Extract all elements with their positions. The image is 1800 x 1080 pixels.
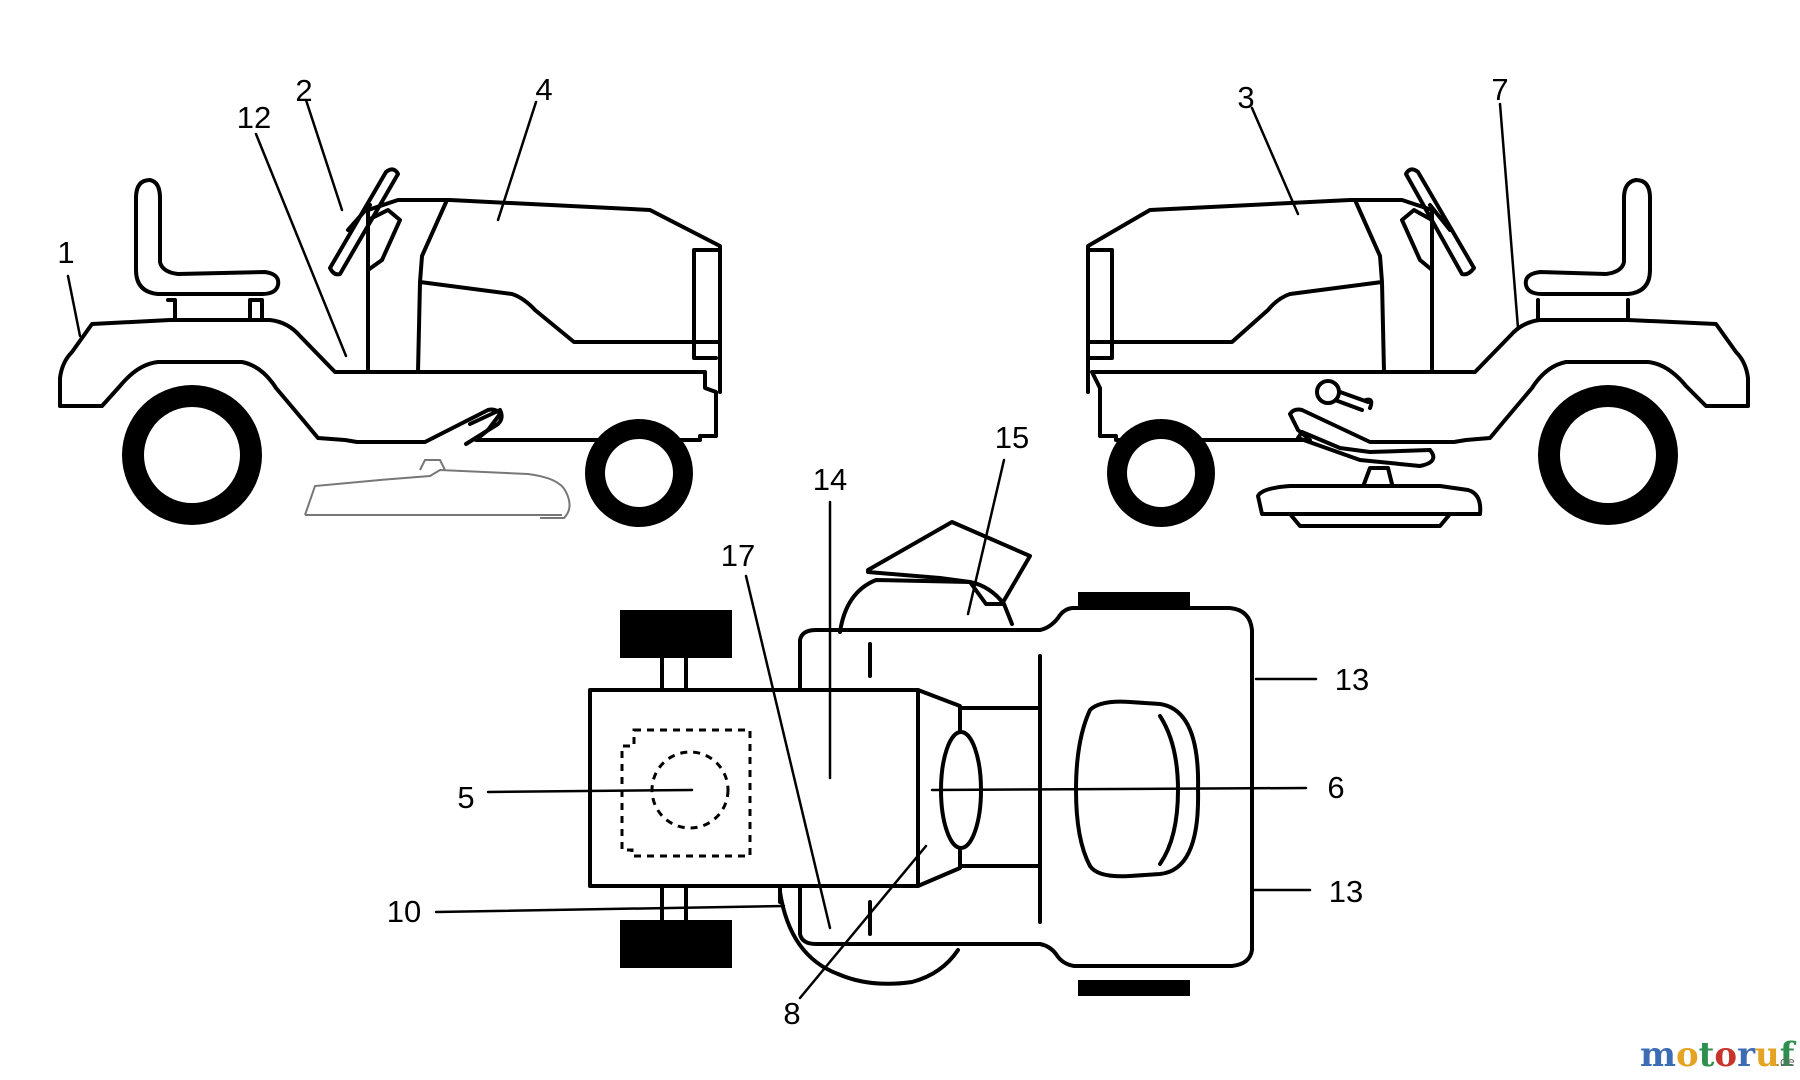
leader-8 bbox=[798, 844, 928, 1000]
left-footrest bbox=[464, 408, 504, 446]
right-steering bbox=[1400, 167, 1476, 277]
left-steering bbox=[328, 167, 402, 277]
top-seat-box bbox=[588, 688, 920, 888]
top-mower-deck bbox=[778, 578, 1014, 986]
left-rear-hub bbox=[144, 407, 240, 503]
left-hood bbox=[366, 198, 722, 394]
callout-4: 4 bbox=[535, 72, 552, 107]
leader-1 bbox=[66, 274, 82, 338]
left-mower-deck bbox=[304, 459, 571, 519]
top-right-front-tire bbox=[1078, 980, 1190, 996]
leader-2 bbox=[304, 98, 344, 212]
callout-labels: 1 2 12 4 3 7 15 14 17 13 13 5 6 10 8 bbox=[57, 72, 1508, 1031]
wm-letter: o bbox=[1714, 1035, 1737, 1075]
right-hood bbox=[1086, 198, 1434, 394]
callout-8: 8 bbox=[783, 996, 800, 1031]
leader-12 bbox=[254, 132, 348, 358]
wm-letter: u bbox=[1755, 1035, 1780, 1075]
callout-7: 7 bbox=[1491, 72, 1508, 107]
wm-letter: o bbox=[1676, 1035, 1699, 1075]
top-chassis bbox=[798, 606, 1254, 968]
leader-17 bbox=[744, 574, 832, 930]
wm-letter: t bbox=[1699, 1035, 1715, 1075]
left-grille bbox=[692, 248, 720, 360]
leader-5 bbox=[486, 788, 694, 794]
top-discharge-chute bbox=[866, 520, 1032, 606]
watermark-tld: .de bbox=[1776, 1055, 1795, 1069]
right-footrest bbox=[1296, 430, 1436, 468]
top-engine-outline bbox=[620, 728, 752, 858]
watermark-logo: motoruf .de bbox=[1640, 1035, 1797, 1075]
wm-letter: m bbox=[1640, 1035, 1676, 1075]
right-seat bbox=[1523, 178, 1652, 322]
callout-10: 10 bbox=[387, 894, 421, 929]
right-front-hub bbox=[1127, 439, 1195, 507]
callout-13-bottom: 13 bbox=[1329, 874, 1363, 909]
callout-17: 17 bbox=[721, 538, 755, 573]
right-lever bbox=[1333, 390, 1374, 412]
right-lever-knob bbox=[1315, 379, 1341, 405]
wm-letter: r bbox=[1737, 1035, 1756, 1075]
callout-13-top: 13 bbox=[1335, 662, 1369, 697]
top-left-rear-tire bbox=[620, 610, 732, 658]
callout-1: 1 bbox=[57, 235, 74, 270]
callout-2: 2 bbox=[295, 73, 312, 108]
callout-15: 15 bbox=[995, 420, 1029, 455]
leader-4 bbox=[496, 100, 538, 222]
left-seat bbox=[134, 178, 281, 322]
leader-6 bbox=[930, 786, 1308, 792]
top-rear-axle bbox=[660, 656, 688, 922]
callout-6: 6 bbox=[1327, 770, 1344, 805]
leader-7 bbox=[1498, 102, 1520, 330]
callout-14: 14 bbox=[813, 462, 847, 497]
leader-lines bbox=[66, 98, 1520, 1000]
right-side-view-tractor bbox=[1086, 167, 1750, 528]
top-view-tractor bbox=[588, 520, 1254, 996]
right-rear-hub bbox=[1560, 407, 1656, 503]
right-body bbox=[1090, 318, 1750, 444]
left-side-view-tractor bbox=[58, 167, 722, 527]
left-front-hub bbox=[605, 439, 673, 507]
leader-10 bbox=[434, 904, 786, 914]
leader-3 bbox=[1250, 106, 1300, 216]
top-left-front-tire bbox=[1078, 592, 1190, 608]
watermark-text: motoruf bbox=[1640, 1035, 1797, 1075]
leader-15 bbox=[966, 458, 1006, 616]
callout-12: 12 bbox=[237, 100, 271, 135]
callout-3: 3 bbox=[1237, 80, 1254, 115]
wm-letter: f bbox=[1780, 1035, 1797, 1075]
callout-5: 5 bbox=[457, 780, 474, 815]
top-right-rear-tire bbox=[620, 920, 732, 968]
right-grille bbox=[1086, 248, 1114, 360]
right-mower-deck bbox=[1256, 466, 1483, 528]
